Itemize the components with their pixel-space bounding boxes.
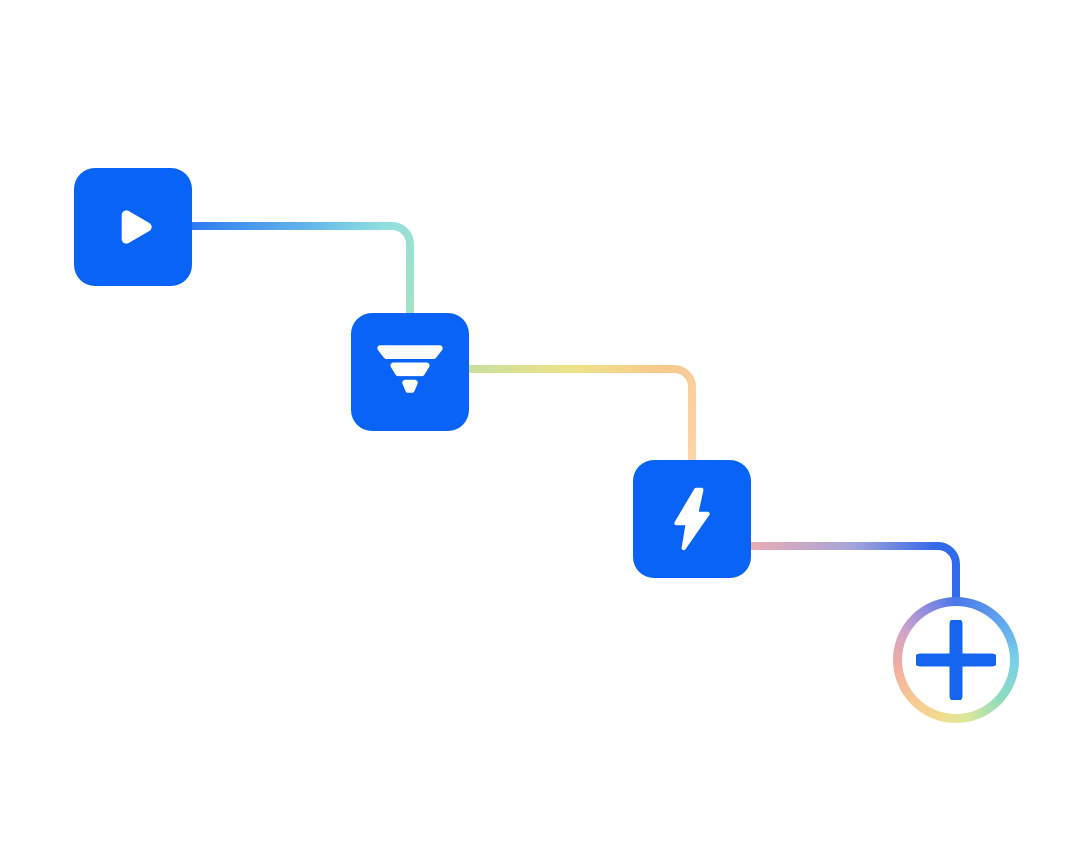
node-filter[interactable] bbox=[351, 313, 469, 431]
node-action-lightning[interactable] bbox=[633, 460, 751, 578]
filter-icon bbox=[377, 345, 443, 393]
play-icon bbox=[121, 210, 152, 244]
add-step-button[interactable] bbox=[893, 597, 1019, 723]
plus-icon bbox=[916, 620, 996, 700]
connector-start-to-filter bbox=[192, 222, 414, 316]
connector-action-to-add bbox=[751, 542, 960, 601]
connector-filter-to-action bbox=[469, 365, 696, 462]
node-start-trigger[interactable] bbox=[74, 168, 192, 286]
lightning-icon bbox=[674, 487, 710, 551]
